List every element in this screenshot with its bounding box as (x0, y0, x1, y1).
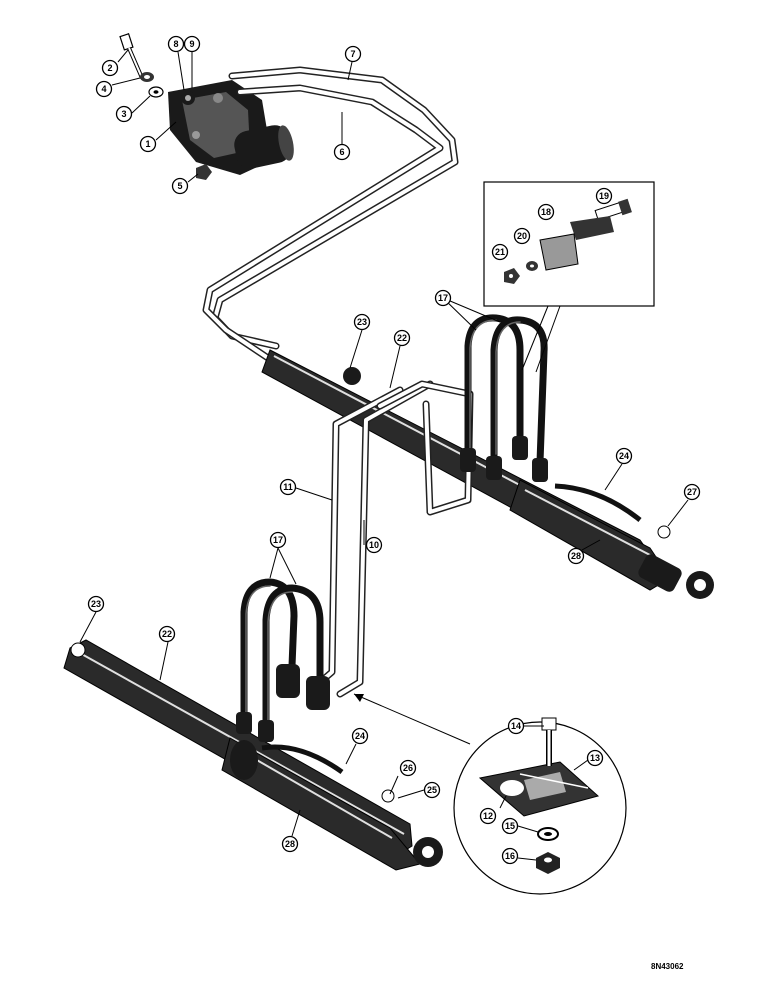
svg-text:24: 24 (355, 731, 365, 741)
bolt-2 (119, 33, 144, 79)
svg-text:27: 27 (687, 487, 697, 497)
callout-12: 12 (479, 807, 497, 825)
svg-text:1: 1 (145, 139, 150, 149)
callout-17-lower: 17 (269, 531, 287, 549)
svg-text:16: 16 (505, 851, 515, 861)
svg-text:9: 9 (189, 39, 194, 49)
svg-text:12: 12 (483, 811, 493, 821)
svg-text:22: 22 (397, 333, 407, 343)
svg-text:23: 23 (91, 599, 101, 609)
lock-washer-15 (537, 827, 559, 841)
svg-text:8: 8 (173, 39, 178, 49)
lower-hoses-17 (236, 578, 330, 742)
callout-6: 6 (333, 143, 351, 161)
svg-text:5: 5 (177, 181, 182, 191)
callout-23-upper: 23 (353, 313, 371, 331)
svg-text:28: 28 (571, 551, 581, 561)
drawing-reference-code: 8N43062 (651, 962, 684, 971)
callout-21: 21 (491, 243, 509, 261)
steel-tube-10 (336, 380, 434, 698)
svg-text:17: 17 (438, 293, 448, 303)
callout-23-lower: 23 (87, 595, 105, 613)
callout-22-upper: 22 (393, 329, 411, 347)
bolt-19 (594, 198, 632, 221)
svg-text:23: 23 (357, 317, 367, 327)
washer-3 (148, 86, 164, 98)
svg-text:6: 6 (339, 147, 344, 157)
callout-10: 10 (365, 536, 383, 554)
svg-text:2: 2 (107, 63, 112, 73)
svg-text:19: 19 (599, 191, 609, 201)
washer-20 (526, 261, 538, 271)
leader-lines (79, 49, 689, 861)
upper-hoses-17 (460, 314, 548, 482)
detail-box-clip (483, 181, 655, 373)
nut-21 (504, 268, 520, 284)
lower-cylinder-assembly (63, 639, 443, 871)
callout-17-upper: 17 (434, 289, 452, 307)
control-valve (168, 80, 294, 175)
svg-text:13: 13 (590, 753, 600, 763)
steel-tube-6 (202, 84, 444, 362)
svg-text:24: 24 (619, 451, 629, 461)
clamp-plate-12 (478, 761, 600, 817)
svg-text:18: 18 (541, 207, 551, 217)
detail-circle-clamp-plate (353, 693, 627, 895)
callout-9: 9 (183, 35, 201, 53)
svg-text:15: 15 (505, 821, 515, 831)
callout-20: 20 (513, 227, 531, 245)
callout-24-upper: 24 (615, 447, 633, 465)
clamp-18 (539, 216, 614, 271)
callout-7: 7 (344, 45, 362, 63)
callout-19: 19 (595, 187, 613, 205)
callout-16: 16 (501, 847, 519, 865)
svg-text:10: 10 (369, 540, 379, 550)
callout-13: 13 (586, 749, 604, 767)
svg-text:21: 21 (495, 247, 505, 257)
callout-3: 3 (115, 105, 133, 123)
svg-text:20: 20 (517, 231, 527, 241)
bolt-14 (541, 717, 557, 766)
callout-14: 14 (507, 717, 525, 735)
svg-text:14: 14 (511, 721, 521, 731)
svg-text:7: 7 (350, 49, 355, 59)
callout-24-lower: 24 (351, 727, 369, 745)
callout-11: 11 (279, 478, 297, 496)
svg-text:28: 28 (285, 839, 295, 849)
svg-text:11: 11 (283, 482, 293, 492)
svg-text:3: 3 (121, 109, 126, 119)
callout-25: 25 (423, 781, 441, 799)
fitting-5 (196, 164, 212, 180)
lock-washer-4 (140, 72, 154, 82)
callout-2: 2 (101, 59, 119, 77)
callout-15: 15 (501, 817, 519, 835)
callout-22-lower: 22 (158, 625, 176, 643)
callout-8: 8 (167, 35, 185, 53)
svg-text:17: 17 (273, 535, 283, 545)
callout-18: 18 (537, 203, 555, 221)
callout-26: 26 (399, 759, 417, 777)
callout-27: 27 (683, 483, 701, 501)
nut-16 (536, 852, 560, 874)
svg-text:25: 25 (427, 785, 437, 795)
svg-text:4: 4 (101, 84, 106, 94)
svg-text:22: 22 (162, 629, 172, 639)
callout-28-lower: 28 (281, 835, 299, 853)
callout-28-upper: 28 (567, 547, 585, 565)
callout-5: 5 (171, 177, 189, 195)
callout-1: 1 (139, 135, 157, 153)
callout-4: 4 (95, 80, 113, 98)
svg-text:26: 26 (403, 763, 413, 773)
